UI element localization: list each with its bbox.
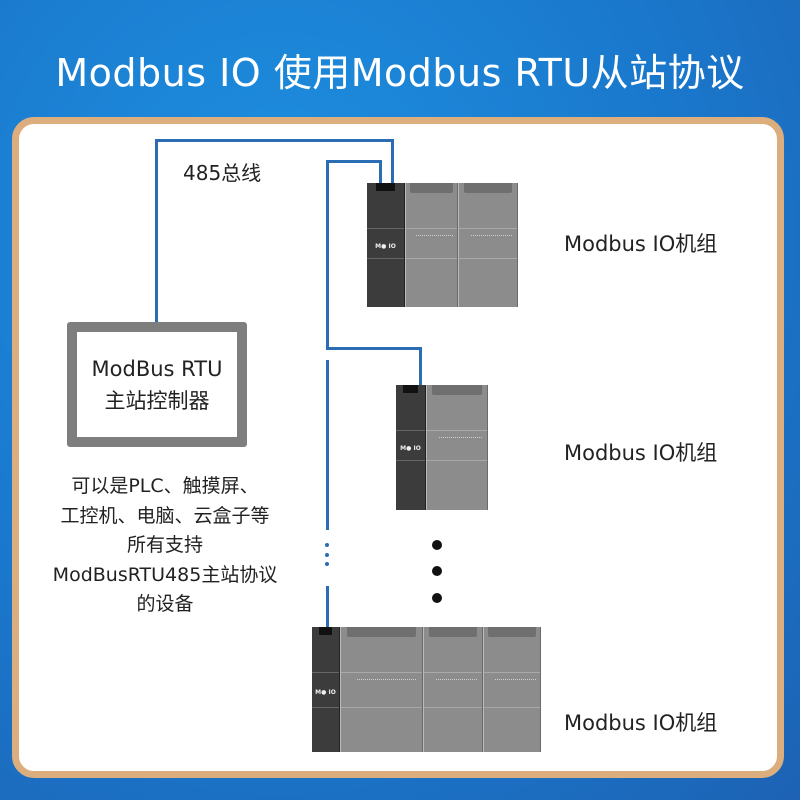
io-module	[426, 385, 488, 510]
io-unit-1: M● IO	[367, 183, 518, 307]
description-line: 可以是PLC、触摸屏、	[71, 475, 259, 497]
description-line: 工控机、电脑、云盒子等	[60, 504, 270, 527]
io-unit-3: M● IO	[312, 627, 541, 752]
more-units-dot	[432, 540, 442, 550]
page-title: Modbus IO 使用Modbus RTU从站协议	[55, 51, 745, 95]
bus-wire	[419, 347, 422, 387]
bus-wire	[326, 360, 329, 530]
bus-wire	[326, 160, 329, 350]
bus-wire	[326, 347, 422, 350]
bus-label: 485总线	[183, 161, 262, 185]
more-units-dot	[432, 593, 442, 603]
bus-wire	[155, 140, 158, 322]
coupler-module: M● IO	[312, 627, 340, 752]
description-line: 所有支持	[126, 534, 203, 556]
io-module	[483, 627, 541, 752]
io-module	[423, 627, 483, 752]
coupler-module: M● IO	[396, 385, 426, 510]
bus-wire	[155, 139, 394, 142]
continuation-dot	[325, 562, 329, 566]
continuation-dot	[325, 543, 329, 547]
continuation-dot	[325, 553, 329, 557]
bus-wire	[326, 586, 329, 632]
unit-label-2: Modbus IO机组	[564, 441, 718, 465]
more-units-dot	[432, 566, 442, 576]
io-module	[405, 183, 458, 307]
io-unit-2: M● IO	[396, 385, 488, 510]
io-module	[340, 627, 423, 752]
description-line: ModBusRTU485主站协议	[52, 563, 278, 586]
io-module	[458, 183, 518, 307]
controller-line2: 主站控制器	[104, 388, 210, 413]
unit-label-3: Modbus IO机组	[564, 711, 718, 735]
bus-wire	[391, 139, 394, 185]
bus-wire	[379, 160, 382, 185]
coupler-module: M● IO	[367, 183, 405, 307]
controller-description: 可以是PLC、触摸屏、 工控机、电脑、云盒子等 所有支持 ModBusRTU48…	[15, 472, 315, 620]
bus-wire	[326, 160, 381, 163]
unit-label-1: Modbus IO机组	[564, 232, 718, 256]
master-controller: ModBus RTU 主站控制器	[67, 322, 247, 447]
controller-line1: ModBus RTU	[91, 356, 223, 381]
description-line: 的设备	[136, 593, 194, 615]
